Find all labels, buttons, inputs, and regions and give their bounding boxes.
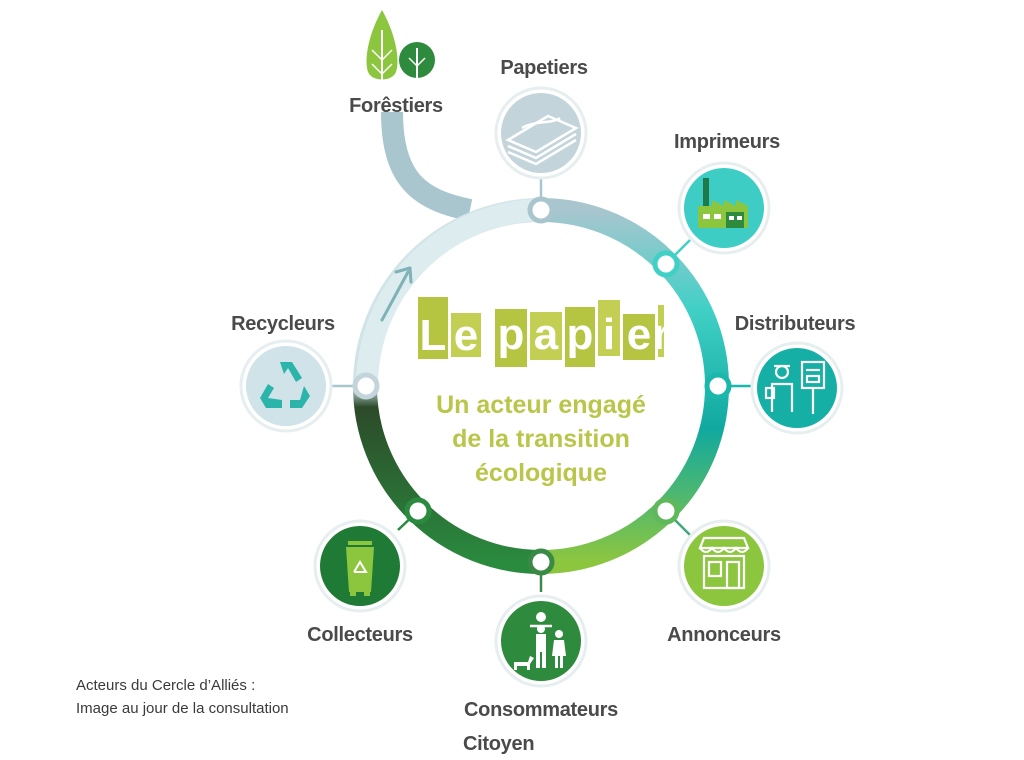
distributeurs-label: Distributeurs bbox=[735, 313, 856, 335]
factory-icon bbox=[698, 178, 748, 228]
title-letter: i bbox=[603, 310, 615, 359]
family-icon bbox=[514, 612, 566, 670]
distributeurs-node bbox=[750, 341, 844, 435]
trees-icon bbox=[366, 10, 435, 96]
title-word-papier: p a p i e r bbox=[495, 300, 670, 367]
annonceurs-node bbox=[677, 519, 771, 613]
imprimeurs-label: Imprimeurs bbox=[674, 131, 780, 153]
title-letter: e bbox=[454, 311, 478, 360]
ring-right-arc bbox=[540, 198, 729, 574]
note-line1: Acteurs du Cercle d’Alliés : bbox=[76, 677, 255, 694]
title-letter: r bbox=[652, 310, 669, 359]
ring-nodes bbox=[352, 196, 732, 576]
subtitle-line1: Un acteur engagé bbox=[436, 391, 646, 419]
paper-stack-icon bbox=[505, 114, 579, 166]
title-letter: p bbox=[498, 310, 525, 359]
title-le-papier: L e p a p i e r bbox=[418, 297, 670, 367]
postman-mailbox-icon bbox=[764, 360, 826, 414]
title-letter: p bbox=[567, 310, 594, 359]
title-letter: a bbox=[534, 310, 559, 359]
collecteurs-node bbox=[313, 519, 407, 613]
papetiers-node bbox=[494, 86, 588, 180]
imprimeurs-node bbox=[677, 161, 771, 255]
ring-top-left-highlight bbox=[356, 199, 542, 387]
recycleurs-node bbox=[239, 339, 333, 433]
subtitle-line2: de la transition bbox=[452, 425, 630, 453]
title-letter: e bbox=[627, 310, 651, 359]
title-word-le: L e bbox=[418, 297, 481, 360]
subtitle-line3: écologique bbox=[475, 459, 607, 487]
forestiers-label: Forêstiers bbox=[349, 95, 443, 117]
flow-arrow-icon bbox=[380, 266, 413, 322]
consommateurs-label-line1: Consommateurs bbox=[464, 699, 618, 721]
ring-left-arc bbox=[353, 198, 542, 574]
papetiers-label: Papetiers bbox=[500, 57, 588, 79]
consommateurs-label-line2: Citoyen bbox=[463, 733, 534, 755]
note-line2: Image au jour de la consultation bbox=[76, 700, 289, 717]
recycle-bin-icon bbox=[346, 541, 374, 596]
consommateurs-node bbox=[494, 594, 588, 688]
shop-icon bbox=[698, 536, 750, 590]
title-letter: L bbox=[420, 311, 447, 360]
recycleurs-label: Recycleurs bbox=[231, 313, 335, 335]
forest-connector bbox=[381, 111, 473, 221]
recycle-arrows-icon bbox=[260, 362, 310, 408]
annonceurs-label: Annonceurs bbox=[667, 624, 781, 646]
collecteurs-label: Collecteurs bbox=[307, 624, 413, 646]
